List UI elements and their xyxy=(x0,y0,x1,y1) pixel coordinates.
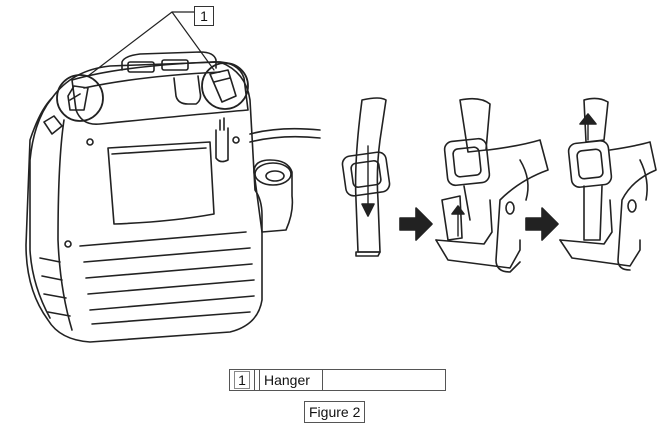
step-2-strap-into-hanger xyxy=(435,97,549,273)
legend-number: 1 xyxy=(234,371,250,389)
legend-table: 1 Hanger xyxy=(229,369,446,391)
step-arrow-1 xyxy=(399,207,433,241)
case-illustration xyxy=(25,11,321,343)
step-1-strap-buckle xyxy=(341,97,391,257)
callout-number: 1 xyxy=(194,6,214,26)
step-3-strap-secured xyxy=(559,97,657,271)
step-arrow-2 xyxy=(525,207,559,241)
legend-label: Hanger xyxy=(260,370,323,390)
figure-caption: Figure 2 xyxy=(304,401,366,423)
